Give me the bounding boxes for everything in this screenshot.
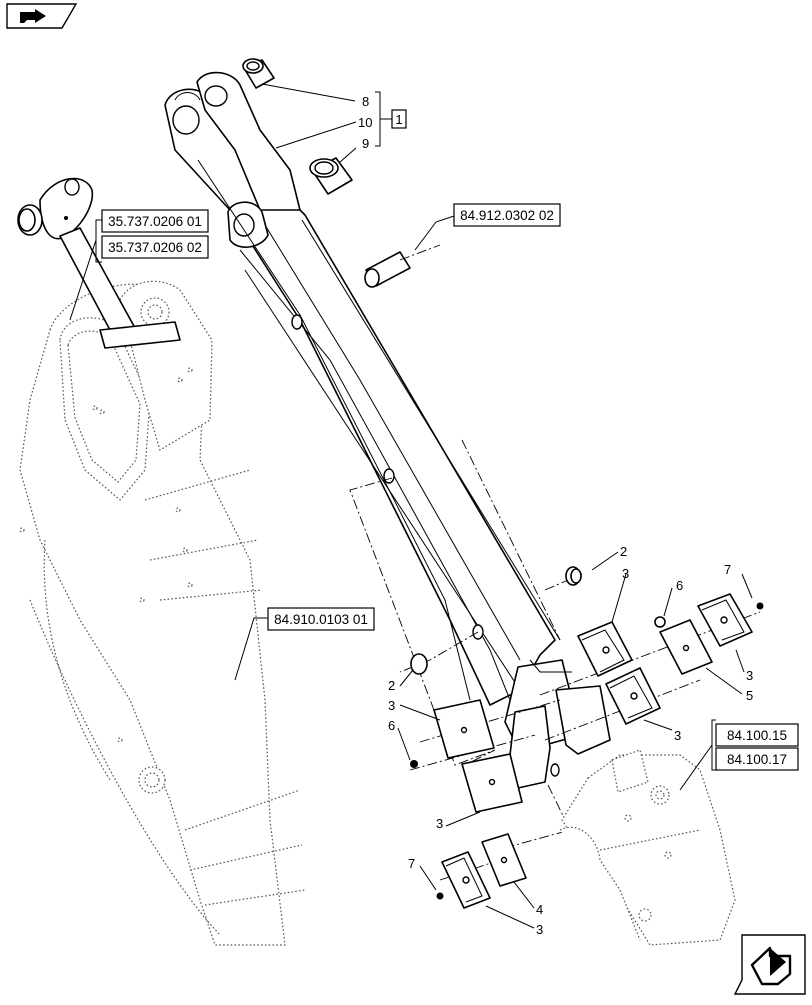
plug-2 — [565, 566, 582, 586]
dipper-arm — [164, 71, 611, 789]
callout-8: 8 — [362, 94, 369, 109]
cylinder-rod-end — [17, 177, 181, 349]
hand-pointing-icon — [20, 9, 46, 23]
grease-fitting-6 — [410, 760, 418, 768]
bushing-8 — [242, 58, 275, 89]
callout-3: 3 — [746, 668, 753, 683]
callout-3: 3 — [388, 698, 395, 713]
ref-84-100-15[interactable]: 84.100.15 — [715, 723, 799, 747]
leader-lines — [69, 83, 753, 929]
hand-pointing-icon — [750, 946, 792, 986]
svg-text:84.910.0103 01: 84.910.0103 01 — [274, 612, 368, 627]
callout-3: 3 — [436, 816, 443, 831]
callout-3: 3 — [536, 922, 543, 937]
screw-7 — [756, 602, 764, 610]
callout-3: 3 — [674, 728, 681, 743]
plug-2 — [410, 653, 428, 675]
callout-numbers: 8 10 9 2 3 6 7 3 5 3 2 3 6 3 7 4 3 — [358, 94, 753, 937]
callout-5: 5 — [746, 688, 753, 703]
grease-fitting-6 — [654, 616, 666, 628]
callout-7: 7 — [724, 562, 731, 577]
bucket-link-background — [559, 749, 736, 946]
svg-text:1: 1 — [395, 112, 402, 127]
callout-4: 4 — [536, 902, 543, 917]
svg-text:84.100.15: 84.100.15 — [727, 728, 787, 743]
spacer-4 — [481, 833, 527, 887]
ref-84-100-17[interactable]: 84.100.17 — [715, 747, 799, 771]
svg-text:84.100.17: 84.100.17 — [727, 752, 787, 767]
ref-35-737-0206-01[interactable]: 35.737.0206 01 — [101, 209, 209, 233]
callout-2: 2 — [620, 544, 627, 559]
screw-7 — [436, 892, 444, 900]
callout-7: 7 — [408, 856, 415, 871]
wear-pad — [697, 593, 753, 647]
wear-pad — [577, 621, 633, 677]
svg-text:84.912.0302 02: 84.912.0302 02 — [460, 208, 554, 223]
ref-84-910-0103-01[interactable]: 84.910.0103 01 — [267, 607, 375, 631]
kit-ref-1[interactable]: 1 — [391, 109, 407, 129]
wear-pad — [461, 753, 523, 813]
svg-text:35.737.0206 01: 35.737.0206 01 — [108, 214, 202, 229]
spacer-5 — [659, 619, 713, 675]
prev-page-button[interactable] — [6, 3, 78, 29]
next-page-button[interactable] — [733, 934, 806, 995]
callout-2: 2 — [388, 678, 395, 693]
svg-text:35.737.0206 02: 35.737.0206 02 — [108, 240, 202, 255]
pin-84-912 — [364, 251, 411, 288]
wear-pad — [605, 667, 661, 725]
wear-pad — [441, 851, 491, 909]
boom-background — [19, 280, 306, 946]
wear-pad — [433, 699, 495, 759]
callout-10: 10 — [358, 115, 372, 130]
callout-6: 6 — [388, 718, 395, 733]
bushing-9 — [309, 157, 353, 195]
callout-9: 9 — [362, 136, 369, 151]
ref-84-912-0302-02[interactable]: 84.912.0302 02 — [453, 203, 561, 227]
ref-35-737-0206-02[interactable]: 35.737.0206 02 — [101, 235, 209, 259]
callout-3: 3 — [622, 566, 629, 581]
callout-6: 6 — [676, 578, 683, 593]
